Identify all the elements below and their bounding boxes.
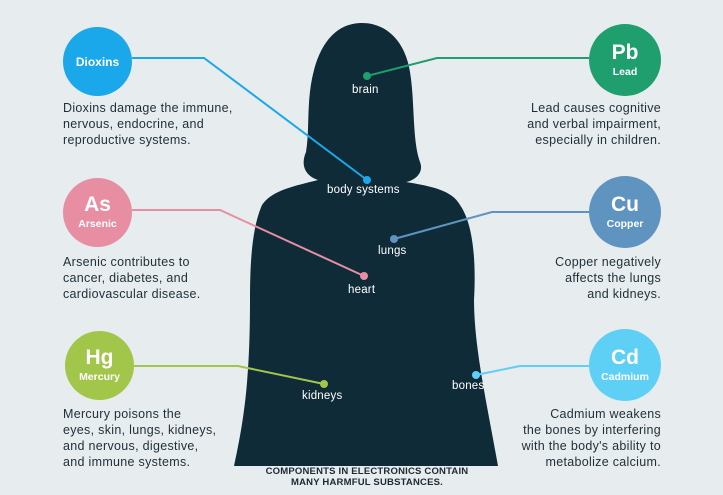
organ-label-body-systems: body systems: [327, 184, 400, 196]
dioxins-connector: [132, 57, 368, 181]
mercury-symbol: Hg: [85, 346, 114, 369]
mercury-organ-dot: [320, 380, 328, 388]
dioxins-organ-dot: [363, 176, 371, 184]
organ-label-heart: heart: [348, 284, 376, 296]
dioxins-description: Dioxins damage the immune, nervous, endo…: [63, 101, 233, 147]
organ-label-bones: bones: [452, 380, 485, 392]
lead-organ-dot: [363, 72, 371, 80]
arsenic-description: Arsenic contributes to cancer, diabetes,…: [63, 255, 201, 301]
copper-organ-dot: [390, 235, 398, 243]
copper-name: Copper: [606, 217, 644, 230]
organ-label-kidneys: kidneys: [302, 390, 343, 402]
copper-circle: Cu Copper: [589, 176, 661, 248]
cadmium-description: Cadmium weakens the bones by interfering…: [521, 407, 661, 469]
footer-caption: COMPONENTS IN ELECTRONICS CONTAIN MANY H…: [265, 466, 469, 488]
arsenic-circle: As Arsenic: [63, 178, 132, 247]
lead-circle: Pb Lead: [589, 24, 661, 96]
cadmium-circle: Cd Cadmium: [589, 329, 661, 401]
arsenic-symbol: As: [84, 193, 111, 216]
organ-label-brain: brain: [352, 84, 379, 96]
lead-name: Lead: [612, 65, 638, 78]
cadmium-symbol: Cd: [611, 345, 639, 369]
mercury-circle: Hg Mercury: [65, 331, 134, 400]
lead-connector: [366, 57, 589, 77]
organ-label-lungs: lungs: [378, 245, 407, 257]
woman-silhouette: [234, 22, 498, 466]
dioxins-circle-label: Dioxins: [75, 54, 120, 69]
mercury-name: Mercury: [79, 371, 120, 383]
lead-description: Lead causes cognitive and verbal impairm…: [527, 101, 661, 147]
arsenic-organ-dot: [360, 272, 368, 280]
cadmium-connector: [475, 365, 589, 376]
arsenic-connector: [132, 209, 365, 277]
mercury-connector: [134, 365, 325, 385]
copper-description: Copper negatively affects the lungs and …: [555, 255, 661, 301]
arsenic-name: Arsenic: [78, 218, 117, 230]
lead-symbol: Pb: [611, 40, 639, 64]
copper-connector: [393, 211, 589, 240]
cadmium-name: Cadmium: [601, 370, 649, 383]
dioxins-circle: Dioxins: [63, 27, 132, 96]
cadmium-organ-dot: [472, 371, 480, 379]
mercury-description: Mercury poisons the eyes, skin, lungs, k…: [63, 407, 217, 469]
copper-symbol: Cu: [611, 192, 639, 216]
